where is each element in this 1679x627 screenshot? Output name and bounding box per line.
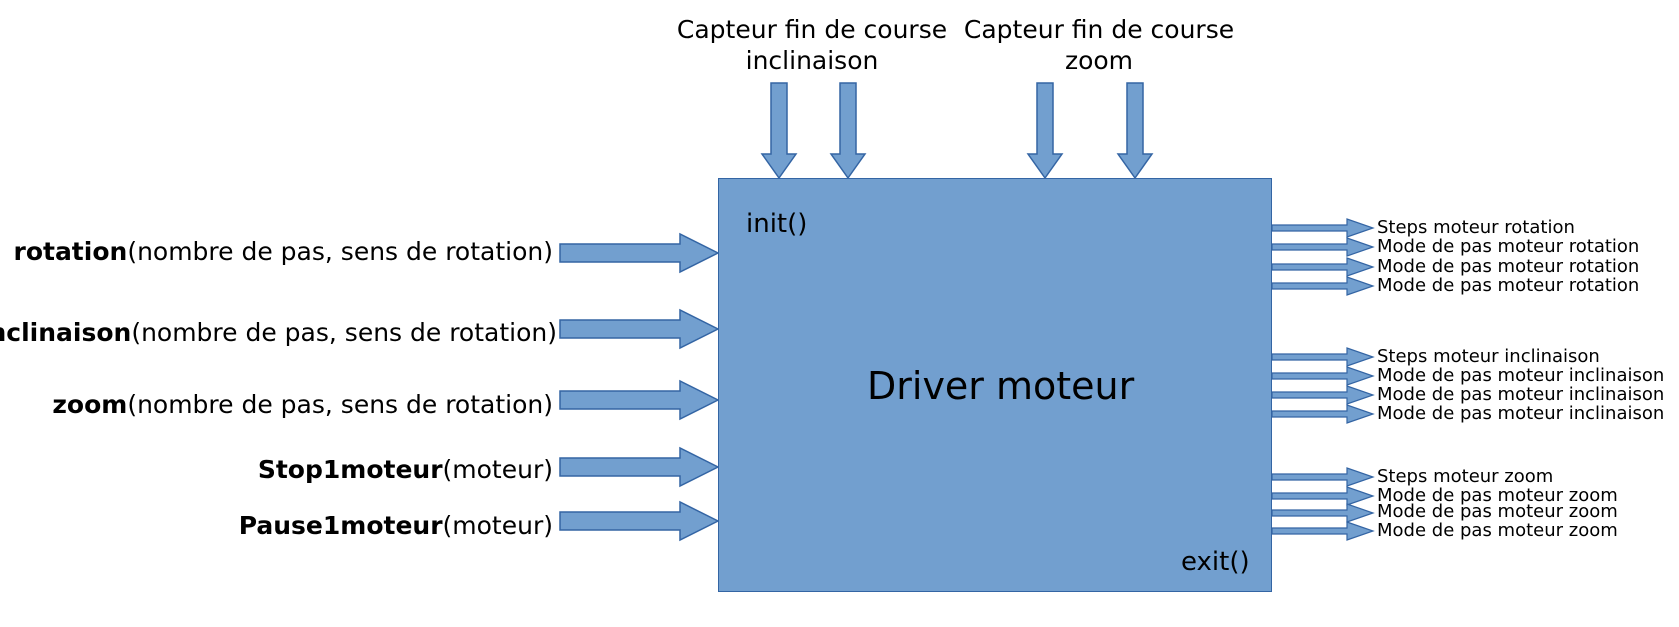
sensor-label-inclinaison-line2: inclinaison (745, 46, 879, 75)
output-arrow-rotation-3 (1271, 257, 1375, 277)
output-arrow-zoom-4 (1271, 521, 1375, 541)
output-label-zoom-2: Mode de pas moteur zoom (1377, 485, 1618, 506)
output-label-rotation-4: Mode de pas moteur rotation (1377, 275, 1640, 296)
input-args-pause1moteur: (moteur) (442, 511, 553, 540)
sensor-label-zoom-line1: Capteur fin de course (963, 15, 1235, 44)
sensor-label-inclinaison: Capteur fin de course inclinaison (672, 14, 952, 76)
exit-function-label: exit() (1181, 547, 1250, 577)
sensor-arrow-inclinaison-2 (829, 82, 867, 180)
input-label-stop1moteur: Stop1moteur(moteur) (258, 455, 553, 485)
output-label-rotation-2: Mode de pas moteur rotation (1377, 236, 1640, 257)
block-title: Driver moteur (867, 364, 1135, 408)
input-arrow-rotation (559, 232, 720, 274)
output-label-inclinaison-4: Mode de pas moteur inclinaison (1377, 403, 1665, 424)
output-arrow-zoom-2 (1271, 486, 1375, 506)
sensor-label-zoom-line2: zoom (1064, 46, 1134, 75)
output-arrows (1271, 218, 1375, 541)
output-arrow-rotation-2 (1271, 237, 1375, 257)
input-arrow-zoom (559, 379, 720, 421)
output-arrow-rotation-4 (1271, 276, 1375, 296)
output-label-rotation-1: Steps moteur rotation (1377, 217, 1575, 238)
driver-moteur-block: init() Driver moteur exit() (718, 178, 1272, 592)
input-args-rotation: (nombre de pas, sens de rotation) (127, 237, 553, 266)
output-arrow-rotation-1 (1271, 218, 1375, 238)
input-arrow-pause1moteur (559, 500, 720, 542)
sensor-label-zoom: Capteur fin de course zoom (959, 14, 1239, 76)
input-label-pause1moteur: Pause1moteur(moteur) (239, 511, 553, 541)
input-name-inclinaison: inclinaison (0, 318, 132, 347)
output-arrow-zoom-3 (1271, 503, 1375, 523)
input-args-stop1moteur: (moteur) (442, 455, 553, 484)
sensor-arrow-inclinaison-1 (760, 82, 798, 180)
input-args-zoom: (nombre de pas, sens de rotation) (127, 390, 553, 419)
output-label-zoom-4: Mode de pas moteur zoom (1377, 520, 1618, 541)
sensor-arrow-zoom-1 (1026, 82, 1064, 180)
top-sensor-arrows (760, 82, 1154, 180)
input-label-zoom: zoom(nombre de pas, sens de rotation) (52, 390, 553, 420)
input-name-rotation: rotation (13, 237, 128, 266)
input-name-zoom: zoom (52, 390, 128, 419)
output-label-zoom-1: Steps moteur zoom (1377, 466, 1554, 487)
sensor-arrow-zoom-2 (1116, 82, 1154, 180)
output-label-inclinaison-2: Mode de pas moteur inclinaison (1377, 365, 1665, 386)
output-arrow-zoom-1 (1271, 467, 1375, 487)
output-arrow-inclinaison-1 (1271, 347, 1375, 367)
input-arrow-stop1moteur (559, 446, 720, 488)
init-function-label: init() (746, 209, 808, 239)
sensor-label-inclinaison-line1: Capteur fin de course (676, 15, 948, 44)
input-arrow-inclinaison (559, 308, 720, 350)
output-label-inclinaison-1: Steps moteur inclinaison (1377, 346, 1600, 367)
input-name-stop1moteur: Stop1moteur (257, 455, 443, 484)
output-label-zoom-3: Mode de pas moteur zoom (1377, 501, 1618, 522)
input-args-inclinaison: (nombre de pas, sens de rotation) (131, 318, 557, 347)
input-label-inclinaison: inclinaison(nombre de pas, sens de rotat… (0, 318, 557, 348)
output-label-rotation-3: Mode de pas moteur rotation (1377, 256, 1640, 277)
output-arrow-inclinaison-3 (1271, 385, 1375, 405)
output-arrow-inclinaison-4 (1271, 404, 1375, 424)
input-label-rotation: rotation(nombre de pas, sens de rotation… (13, 237, 553, 267)
output-arrow-inclinaison-2 (1271, 366, 1375, 386)
input-name-pause1moteur: Pause1moteur (238, 511, 443, 540)
input-arrows (559, 232, 720, 542)
output-label-inclinaison-3: Mode de pas moteur inclinaison (1377, 384, 1665, 405)
